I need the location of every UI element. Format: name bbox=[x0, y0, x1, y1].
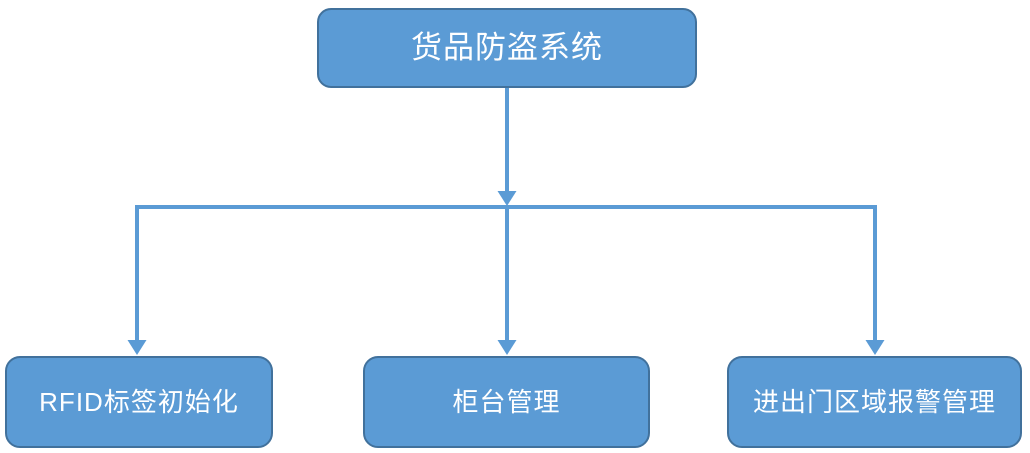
node-root-label: 货品防盗系统 bbox=[411, 29, 603, 65]
arrowhead-to-counter-management bbox=[497, 340, 517, 355]
node-counter-management: 柜台管理 bbox=[363, 356, 650, 448]
node-rfid-label: RFID标签初始化 bbox=[39, 386, 239, 417]
arrowhead-root-to-branch bbox=[497, 191, 517, 206]
node-root-antitheft-system: 货品防盗系统 bbox=[317, 8, 697, 88]
arrowhead-to-door-alarm bbox=[865, 340, 885, 355]
node-door-alarm-label: 进出门区域报警管理 bbox=[752, 386, 996, 417]
arrowhead-to-rfid-init bbox=[127, 340, 147, 355]
node-door-area-alarm-management: 进出门区域报警管理 bbox=[727, 356, 1022, 448]
node-rfid-tag-initialization: RFID标签初始化 bbox=[5, 356, 273, 448]
node-counter-label: 柜台管理 bbox=[452, 386, 561, 417]
